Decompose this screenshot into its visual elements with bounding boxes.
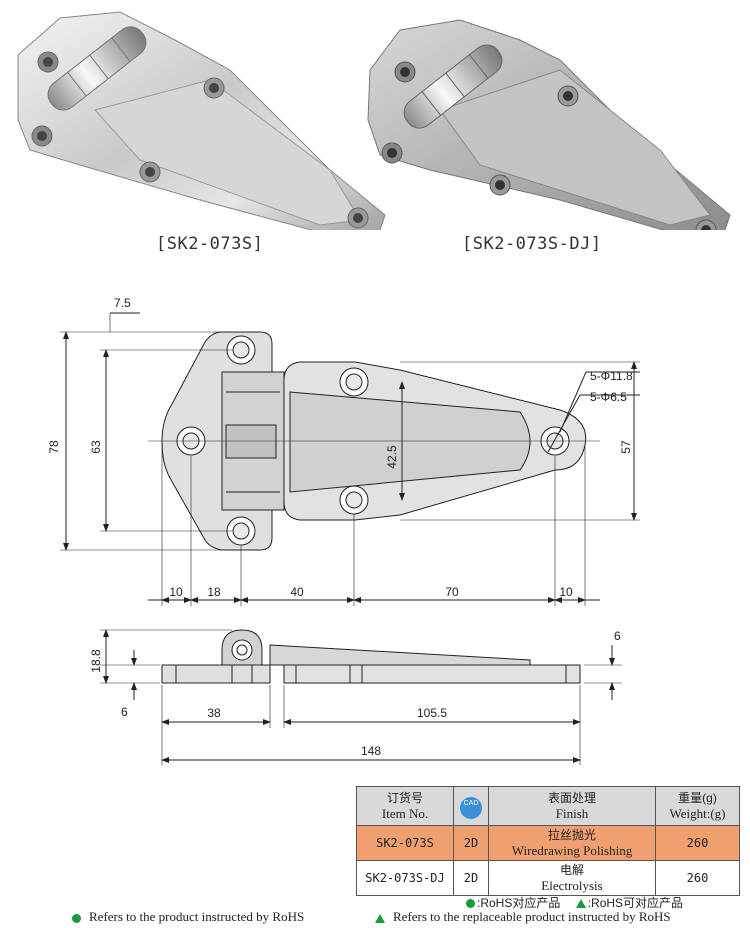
header-item-cn: 订货号 (386, 791, 423, 805)
dim-38: 38 (207, 706, 221, 720)
header-finish-cn: 表面处理 (547, 791, 596, 805)
dim-78: 78 (47, 440, 61, 454)
rohs-dot-icon (466, 899, 475, 909)
row-weight: 260 (655, 860, 740, 896)
header-weight-en: Weight:(g) (669, 806, 726, 821)
row-cad-link[interactable]: 2D (453, 825, 489, 861)
dim-70: 70 (445, 585, 459, 599)
row-item: SK2-073S (356, 825, 454, 861)
rohs-triangle-icon (575, 899, 586, 909)
rohs-triangle-icon (375, 913, 385, 923)
dim-10a: 10 (169, 585, 183, 599)
row-finish-en: Wiredrawing Polishing (511, 843, 633, 858)
row-finish-en: Electrolysis (541, 878, 603, 893)
dim-148: 148 (361, 744, 381, 758)
hinge-photo-electrolysis (367, 19, 731, 230)
technical-drawing: 7.5 78 63 42.5 57 5-Φ11.8 5-Φ6.5 10 18 4… (47, 296, 640, 765)
footer-rohs: Refers to the product instructed by RoHS (72, 909, 304, 925)
dim-18: 18 (207, 585, 221, 599)
dim-7-5: 7.5 (114, 296, 131, 310)
legend-rohs-cn: :RoHS对应产品 (477, 896, 561, 910)
dim-57: 57 (619, 440, 633, 454)
header-item-en: Item No. (381, 806, 429, 821)
row-weight: 260 (655, 825, 740, 861)
dim-6a: 6 (121, 705, 128, 719)
cad-icon-label: CAD (463, 799, 479, 807)
row-item: SK2-073S-DJ (356, 860, 454, 896)
header-weight-cn: 重量(g) (678, 791, 717, 805)
hinge-photo-polished (17, 11, 386, 230)
dim-40: 40 (290, 585, 304, 599)
header-finish-en: Finish (555, 806, 589, 821)
product-photos (17, 11, 731, 230)
cad-icon: CAD (460, 796, 482, 819)
rohs-dot-icon (72, 913, 81, 923)
dim-10b: 10 (559, 585, 573, 599)
mounting-holes (176, 335, 570, 546)
dim-42-5: 42.5 (385, 445, 399, 469)
row-finish-cn: 电解 (559, 863, 584, 877)
dim-18-8: 18.8 (89, 649, 103, 673)
dim-hole-large: 5-Φ11.8 (590, 369, 633, 383)
row-cad-link[interactable]: 2D (453, 860, 489, 896)
photo-caption-2: [SK2-073S-DJ] (462, 234, 602, 254)
legend-replaceable-cn: :RoHS可对应产品 (587, 896, 684, 910)
dim-105-5: 105.5 (417, 706, 447, 720)
table-legend: :RoHS对应产品 :RoHS可对应产品 (466, 894, 683, 911)
dim-hole-small: 5-Φ6.5 (590, 390, 627, 404)
photo-caption-1: [SK2-073S] (156, 234, 264, 254)
footer-replaceable: Refers to the replaceable product instru… (375, 909, 671, 925)
footer-replaceable-text: Refers to the replaceable product instru… (393, 909, 671, 924)
footer-rohs-text: Refers to the product instructed by RoHS (89, 909, 305, 924)
row-finish-cn: 拉丝抛光 (547, 828, 596, 842)
dim-63: 63 (89, 440, 103, 454)
dim-6b: 6 (614, 629, 621, 643)
side-view (161, 629, 581, 684)
